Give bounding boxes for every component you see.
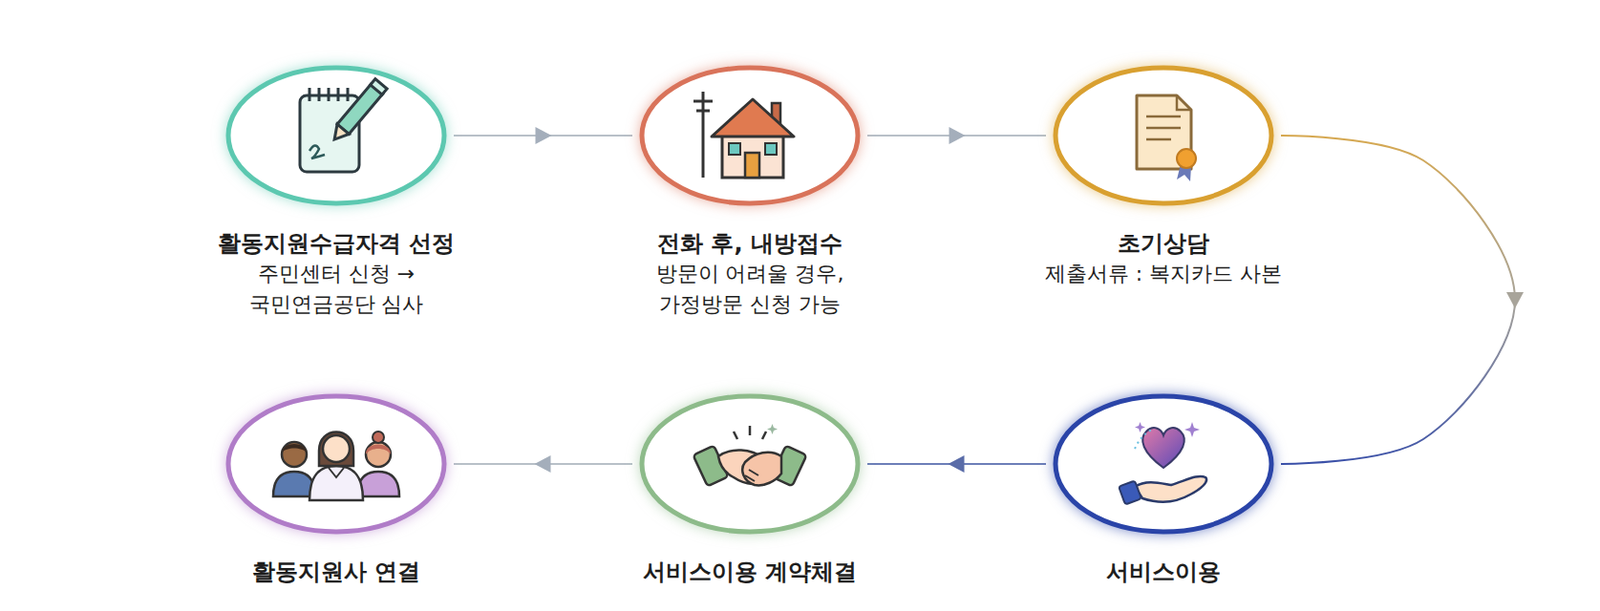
node-caption: 활동지원사 연결: [192, 556, 480, 588]
flow-connector: [867, 463, 1046, 466]
step-title: 전화 후, 내방접수: [616, 228, 884, 259]
node-caption: 초기상담제출서류 : 복지카드 사본: [991, 228, 1336, 290]
ellipse-outline: [1051, 64, 1276, 208]
ellipse-outline: [224, 392, 448, 536]
process-ellipse: 서비스이용: [1051, 392, 1276, 536]
flow-connector: [1280, 135, 1515, 465]
flow-connector-group: [453, 455, 633, 473]
process-ellipse: 서비스이용 계약체결: [638, 392, 862, 536]
step-note: 제출서류 : 복지카드 사본: [991, 258, 1336, 290]
step-title: 활동지원사 연결: [192, 556, 480, 588]
flow-connector-group: [867, 127, 1046, 145]
ellipse-shape: [1055, 396, 1272, 533]
node-caption: 서비스이용 계약체결: [597, 556, 903, 588]
arrow-head: [534, 455, 552, 473]
ellipse-outline: [1051, 392, 1276, 536]
ellipse-shape: [641, 67, 858, 204]
step-title: 활동지원수급자격 선정: [202, 228, 470, 259]
flow-connector-group: [453, 127, 633, 145]
flow-connector: [453, 463, 633, 466]
ellipse-outline: [224, 64, 448, 208]
flow-connector-group: [867, 455, 1046, 473]
ellipse-shape: [1055, 67, 1272, 204]
step-note: 방문이 어려울 경우, 가정방문 신청 가능: [616, 258, 884, 320]
flow-connector: [453, 134, 633, 137]
ellipse-shape: [228, 396, 445, 533]
flow-connector: [867, 134, 1046, 137]
arrow-head: [1506, 292, 1524, 309]
node-caption: 전화 후, 내방접수방문이 어려울 경우, 가정방문 신청 가능: [616, 228, 884, 320]
arrow-head: [535, 127, 553, 145]
step-note: 주민센터 신청 → 국민연금공단 심사: [202, 258, 470, 320]
ellipse-shape: [228, 67, 445, 204]
process-ellipse: 전화 후, 내방접수방문이 어려울 경우, 가정방문 신청 가능: [638, 64, 862, 208]
arrow-head: [948, 455, 965, 473]
flow-connector-group: [1280, 135, 1524, 465]
process-ellipse: 초기상담제출서류 : 복지카드 사본: [1051, 64, 1276, 208]
process-ellipse: 활동지원사 연결: [224, 392, 448, 536]
step-title: 서비스이용: [1020, 556, 1307, 588]
ellipse-shape: [641, 396, 858, 533]
node-caption: 서비스이용: [1020, 556, 1307, 588]
step-title: 서비스이용 계약체결: [597, 556, 903, 588]
arrow-head: [949, 127, 966, 145]
node-caption: 활동지원수급자격 선정주민센터 신청 → 국민연금공단 심사: [202, 228, 470, 320]
step-title: 초기상담: [991, 228, 1336, 259]
ellipse-outline: [638, 392, 862, 536]
process-ellipse: 활동지원수급자격 선정주민센터 신청 → 국민연금공단 심사: [224, 64, 448, 208]
ellipse-outline: [638, 64, 862, 208]
